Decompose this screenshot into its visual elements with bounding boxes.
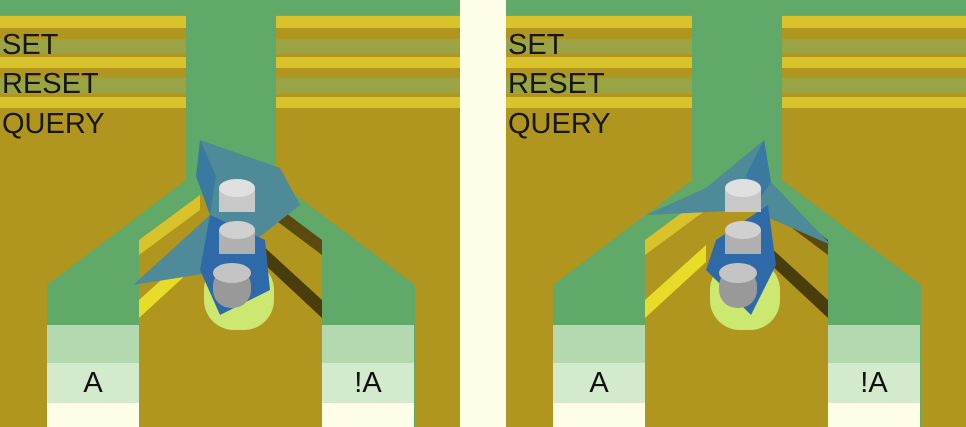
output-a-cream (47, 403, 139, 427)
output-na-cream (828, 403, 920, 427)
command-reset: RESET (508, 68, 605, 100)
command-set: SET (508, 29, 565, 61)
output-a-light (47, 325, 139, 363)
mechanism-drawing-left (0, 0, 460, 427)
output-a-cream (553, 403, 645, 427)
pivot-pins (213, 179, 255, 308)
fluid-channel (553, 0, 921, 427)
output-label-not-a: !A (860, 367, 888, 399)
pivot-pins (719, 179, 761, 308)
command-query: QUERY (508, 108, 611, 140)
mechanism-panel-left: SET RESET QUERY A !A (0, 0, 460, 427)
command-query: QUERY (2, 108, 105, 140)
fluid-channel (47, 0, 415, 427)
output-a-pale (47, 363, 139, 403)
command-reset: RESET (2, 68, 99, 100)
output-na-light (828, 325, 920, 363)
output-label-a: A (589, 367, 609, 399)
output-label-not-a: !A (354, 367, 382, 399)
output-na-light (322, 325, 414, 363)
mechanism-panel-right: SET RESET QUERY A !A (506, 0, 966, 427)
output-a-pale (553, 363, 645, 403)
output-na-pale (322, 363, 414, 403)
command-set: SET (2, 29, 59, 61)
output-na-cream (322, 403, 414, 427)
output-label-a: A (83, 367, 103, 399)
output-na-pale (828, 363, 920, 403)
output-a-light (553, 325, 645, 363)
mechanism-drawing-right (506, 0, 966, 427)
